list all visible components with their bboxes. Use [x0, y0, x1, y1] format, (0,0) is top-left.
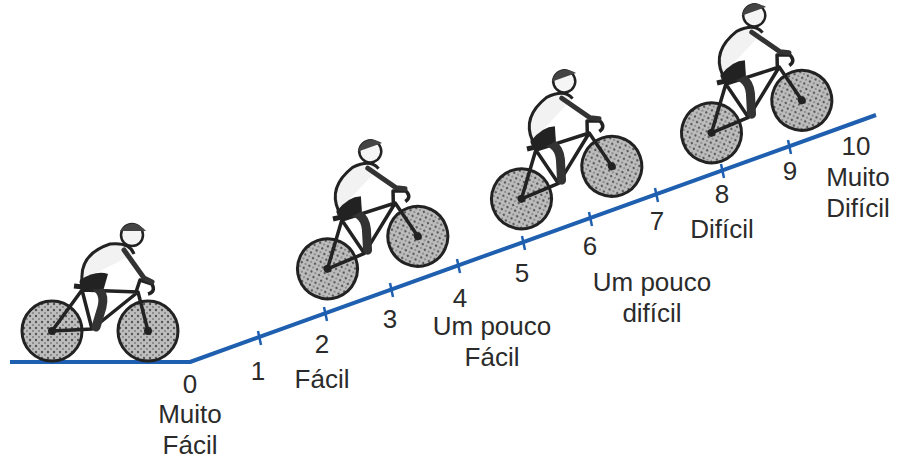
- cyclist-figure: [22, 224, 178, 362]
- scale-descriptor: Muito Fácil: [145, 399, 235, 461]
- scale-descriptor: Um pouco difícil: [587, 267, 717, 329]
- scale-number: 8: [702, 179, 742, 210]
- scale-descriptor: Muito Difícil: [808, 162, 908, 224]
- scale-descriptor: Um pouco Fácil: [427, 311, 557, 373]
- cyclist-figure: [457, 55, 650, 237]
- scale-number: 0: [160, 369, 220, 400]
- scale-descriptor: Fácil: [277, 364, 367, 395]
- scale-number: 6: [570, 231, 610, 262]
- scale-number: 2: [302, 329, 342, 360]
- cyclist-figure: [263, 125, 456, 307]
- scale-number: 7: [637, 206, 677, 237]
- scale-number: 1: [238, 356, 278, 387]
- scale-descriptor: Difícil: [672, 214, 772, 245]
- scale-number: 3: [370, 304, 410, 335]
- scale-number: 4: [440, 283, 480, 314]
- scale-number: 10: [831, 131, 881, 162]
- scale-number: 5: [502, 258, 542, 289]
- cyclist-figure: [647, 0, 840, 171]
- scale-number: 9: [770, 156, 810, 187]
